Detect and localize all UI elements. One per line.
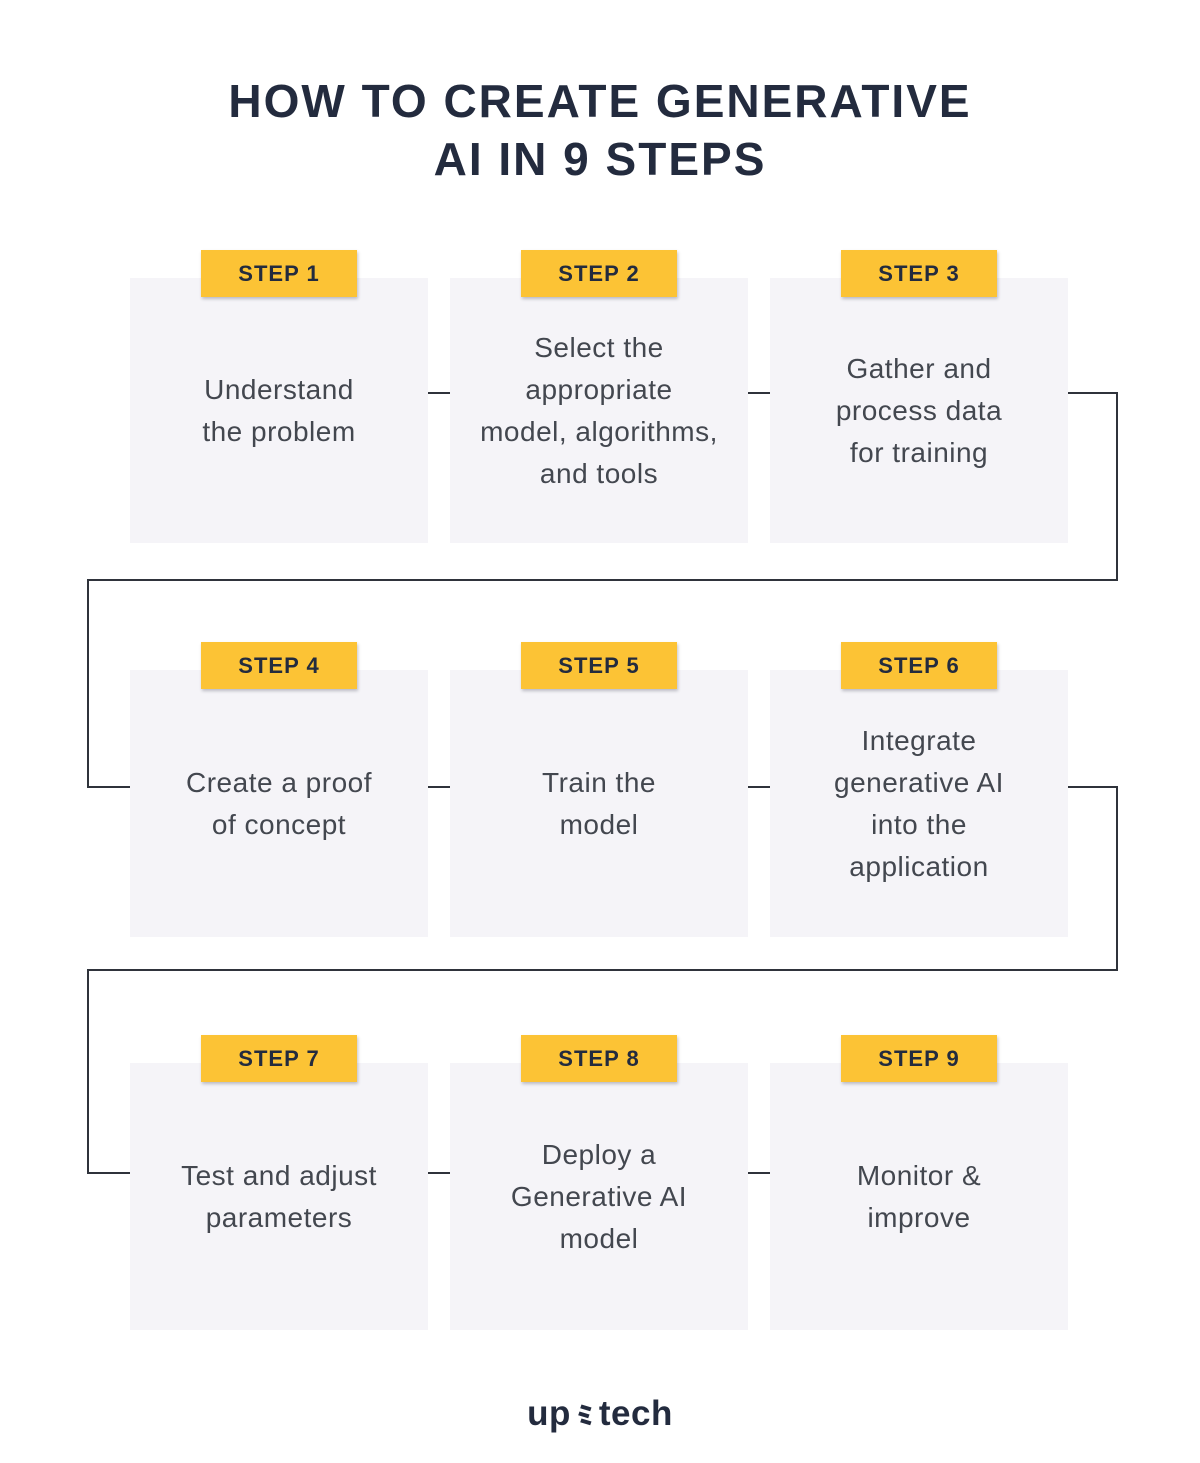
step-5-badge-label: STEP 5 bbox=[558, 652, 640, 678]
step-3-badge-label: STEP 3 bbox=[878, 260, 960, 286]
step-7-badge: STEP 7 bbox=[201, 1035, 357, 1082]
step-5-text: Train the model bbox=[542, 766, 656, 840]
step-7-badge-label: STEP 7 bbox=[238, 1045, 320, 1071]
step-8-badge-label: STEP 8 bbox=[558, 1045, 640, 1071]
uptech-logo: up tech bbox=[0, 1394, 1200, 1434]
connector-line bbox=[87, 969, 89, 1174]
step-4-badge-label: STEP 4 bbox=[238, 652, 320, 678]
step-6-badge-label: STEP 6 bbox=[878, 652, 960, 678]
step-9-text: Monitor & improve bbox=[856, 1159, 982, 1233]
connector-line bbox=[748, 786, 770, 788]
connector-line bbox=[428, 1172, 450, 1174]
step-4-text: Create a proof of concept bbox=[186, 766, 372, 840]
connector-line bbox=[87, 579, 89, 788]
step-1-badge: STEP 1 bbox=[201, 250, 357, 297]
step-card-1: STEP 1 Understand the problem bbox=[130, 250, 428, 543]
step-8-badge: STEP 8 bbox=[521, 1035, 677, 1082]
step-3-text: Gather and process data for training bbox=[835, 352, 1003, 468]
step-2-badge: STEP 2 bbox=[521, 250, 677, 297]
step-8-text: Deploy a Generative AI model bbox=[510, 1138, 688, 1254]
connector-line bbox=[87, 579, 1118, 581]
step-1-badge-label: STEP 1 bbox=[238, 260, 320, 286]
connector-line bbox=[1068, 786, 1118, 788]
connector-line bbox=[428, 786, 450, 788]
step-card-2: STEP 2 Select the appropriate model, alg… bbox=[450, 250, 748, 543]
step-3-badge: STEP 3 bbox=[841, 250, 997, 297]
step-6-text: Integrate generative AI into the applica… bbox=[834, 724, 1004, 882]
step-7-text: Test and adjust parameters bbox=[181, 1159, 377, 1233]
step-4-badge: STEP 4 bbox=[201, 642, 357, 689]
step-card-3: STEP 3 Gather and process data for train… bbox=[770, 250, 1068, 543]
page-title: HOW TO CREATE GENERATIVE AI IN 9 STEPS bbox=[228, 75, 972, 185]
step-2-badge-label: STEP 2 bbox=[558, 260, 640, 286]
step-5-badge: STEP 5 bbox=[521, 642, 677, 689]
connector-line bbox=[87, 786, 130, 788]
connector-line bbox=[428, 392, 450, 394]
connector-line bbox=[748, 392, 770, 394]
connector-line bbox=[748, 1172, 770, 1174]
connector-line bbox=[87, 969, 1118, 971]
step-card-8: STEP 8 Deploy a Generative AI model bbox=[450, 1035, 748, 1330]
logo-text-up: up bbox=[527, 1394, 571, 1433]
connector-line bbox=[87, 1172, 130, 1174]
step-9-badge: STEP 9 bbox=[841, 1035, 997, 1082]
step-card-9: STEP 9 Monitor & improve bbox=[770, 1035, 1068, 1330]
step-1-text: Understand the problem bbox=[202, 373, 356, 447]
step-card-5: STEP 5 Train the model bbox=[450, 642, 748, 937]
connector-line bbox=[1068, 392, 1118, 394]
step-9-badge-label: STEP 9 bbox=[878, 1045, 960, 1071]
logo-text-tech: tech bbox=[598, 1394, 673, 1433]
step-6-badge: STEP 6 bbox=[841, 642, 997, 689]
step-2-text: Select the appropriate model, algorithms… bbox=[480, 331, 718, 489]
step-card-6: STEP 6 Integrate generative AI into the … bbox=[770, 642, 1068, 937]
uptech-logo-icon bbox=[578, 1404, 592, 1426]
connector-line bbox=[1116, 392, 1118, 581]
step-card-7: STEP 7 Test and adjust parameters bbox=[130, 1035, 428, 1330]
step-card-4: STEP 4 Create a proof of concept bbox=[130, 642, 428, 937]
connector-line bbox=[1116, 786, 1118, 971]
